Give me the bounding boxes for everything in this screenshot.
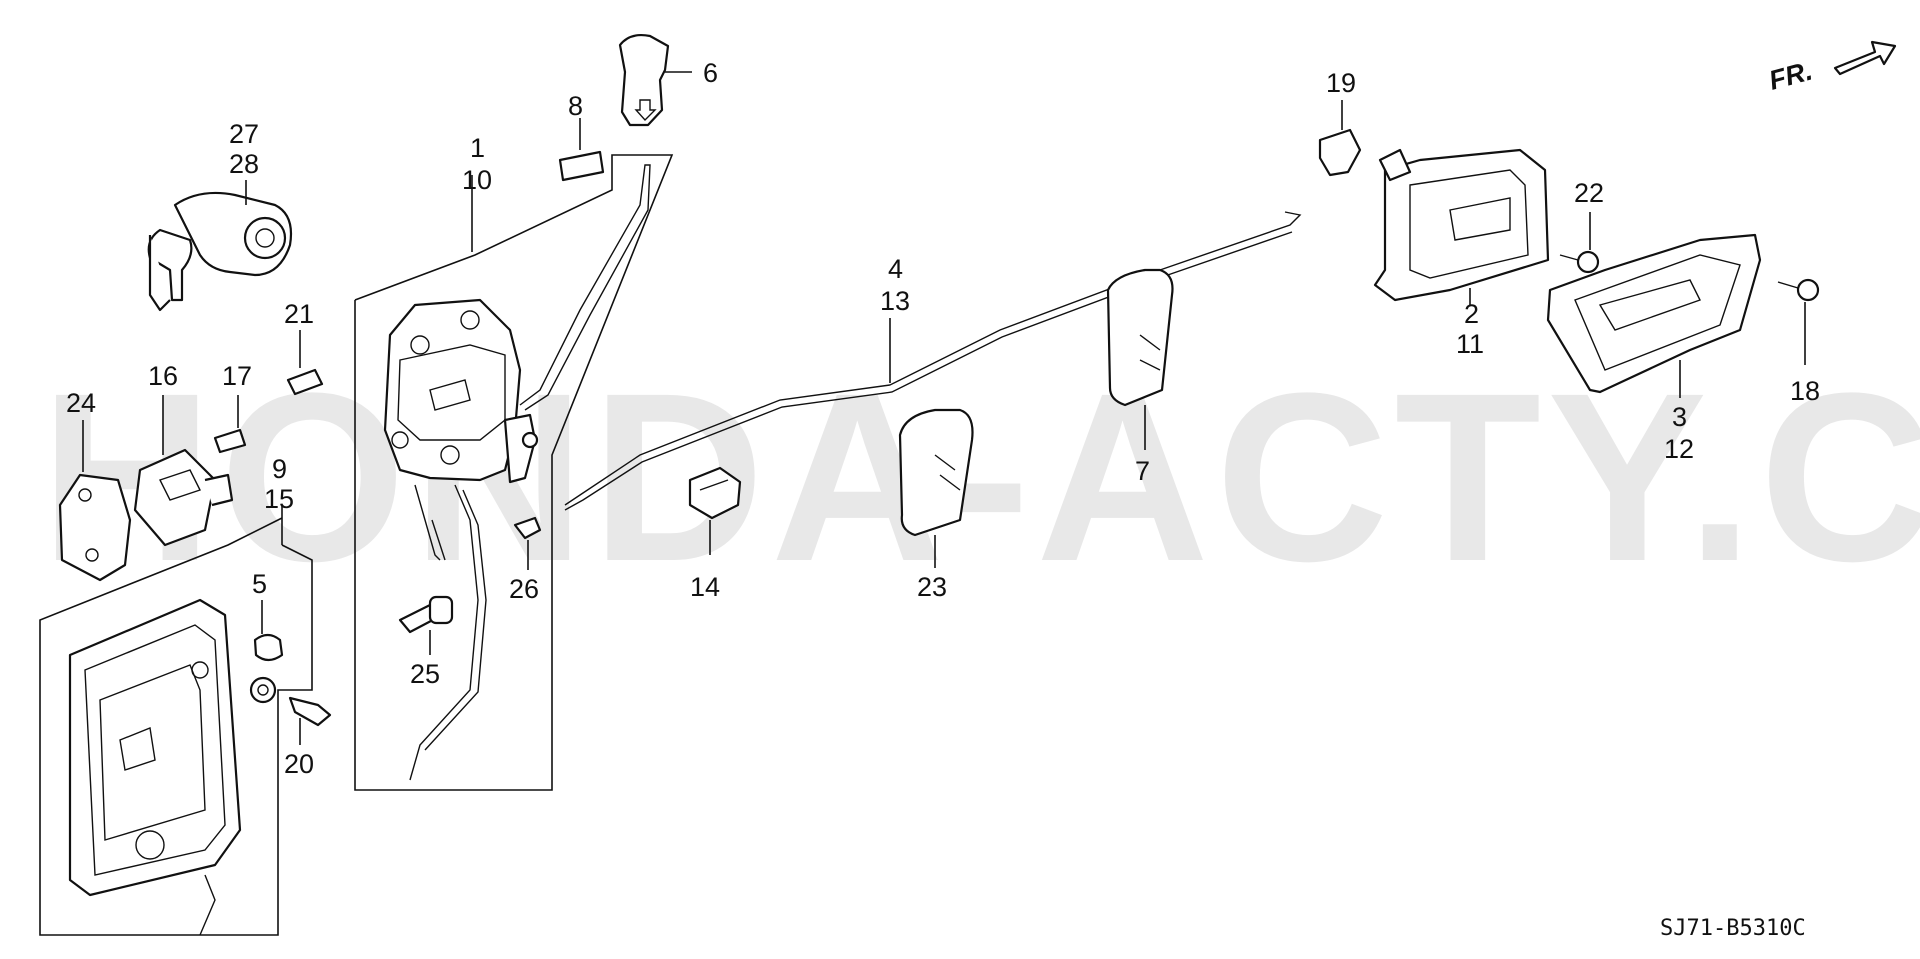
callout-25: 25 [410,659,440,689]
bolt-5 [253,600,284,662]
cover-23 [898,408,974,568]
callout-21: 21 [284,299,314,329]
front-direction-label: FR. [1766,56,1816,96]
rod-clip-14 [688,466,742,555]
callout-9: 9 [272,454,287,484]
callout-8: 8 [568,91,583,121]
callout-19: 19 [1326,68,1356,98]
callout-23: 23 [917,572,947,602]
cover-7 [1106,268,1174,450]
inner-handle-2-11 [1373,148,1550,305]
callout-15: 15 [264,484,294,514]
rod-joint-25 [398,595,454,655]
striker-16 [133,395,234,547]
callout-26: 26 [509,574,539,604]
callout-10: 10 [462,165,492,195]
key-cylinder-27-28 [147,180,293,312]
clip-19 [1318,100,1362,177]
callout-4: 4 [888,254,903,284]
screw-22 [1559,212,1600,274]
callout-5: 5 [252,569,267,599]
outer-handle-9-15 [68,598,242,936]
rod-clip-26 [513,516,542,570]
lock-knob-6 [618,33,692,127]
front-direction-indicator: FR. [1766,40,1897,96]
screw-18 [1777,278,1820,365]
callout-14: 14 [690,572,720,602]
callout-3: 3 [1672,402,1687,432]
bolt-21 [286,330,324,396]
callout-20: 20 [284,749,314,779]
door-lock-assembly [383,164,651,781]
front-arrow-icon [1833,40,1897,76]
pad-8 [558,118,605,182]
callout-24: 24 [66,388,96,418]
callout-13: 13 [880,286,910,316]
callout-12: 12 [1664,434,1694,464]
shim-24 [58,420,132,582]
washer [249,676,277,704]
callout-16: 16 [148,361,178,391]
callout-17: 17 [222,361,252,391]
callout-2: 2 [1464,299,1479,329]
diagram-code: SJ71-B5310C [1660,916,1806,941]
screw-17 [213,395,247,454]
callout-22: 22 [1574,178,1604,208]
callout-7: 7 [1135,456,1150,486]
inner-handle-bezel-3-12 [1546,233,1762,398]
callout-11: 11 [1456,329,1484,359]
callout-1: 1 [470,133,485,163]
callout-18: 18 [1790,376,1820,406]
bolt-20 [288,696,332,745]
callout-6: 6 [703,58,718,88]
callout-28: 28 [229,149,259,179]
callout-27: 27 [229,119,259,149]
